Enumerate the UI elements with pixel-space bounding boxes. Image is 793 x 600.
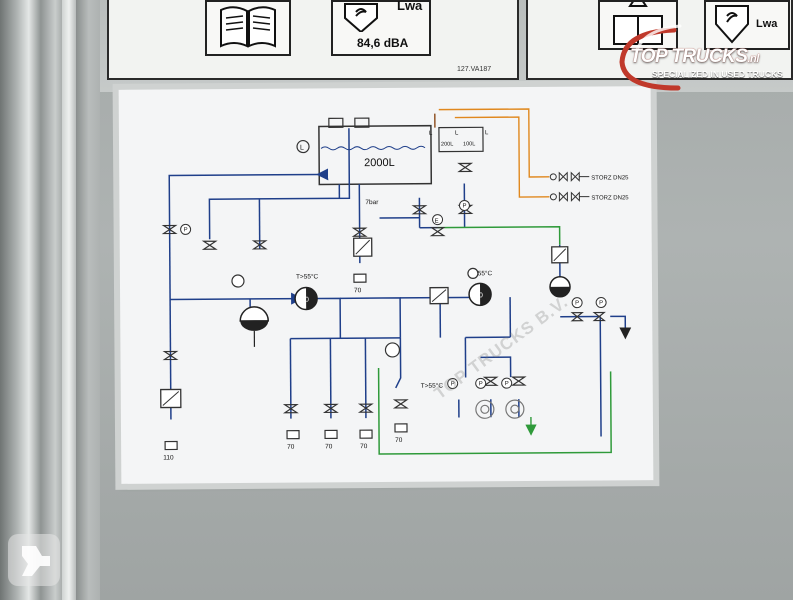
- pump-2-label: 40: [475, 292, 483, 299]
- drain-label-3: 70: [325, 443, 333, 450]
- sensor-mark-3: L: [485, 130, 489, 136]
- lwa-label-right: Lwa: [756, 18, 778, 30]
- pump-2: [468, 282, 492, 307]
- e-marker: [432, 214, 444, 226]
- storz-coupling-bottom: [549, 191, 590, 202]
- valves: [161, 162, 606, 414]
- accumulator: [239, 306, 270, 347]
- storz-label-2: STORZ DN25: [591, 195, 629, 201]
- hydraulic-diagram-sheet: 2000L L 200L 100L L L L STORZ DN25 STORZ…: [118, 86, 654, 484]
- logo-tagline: SPECIALIZED IN USED TRUCKS: [652, 69, 783, 79]
- water-tank: [318, 117, 433, 186]
- drain-label-4: 70: [360, 443, 368, 450]
- pressure-label: 7bar: [365, 199, 379, 206]
- drain-label-5: 70: [395, 437, 403, 444]
- tank-left-mark: L: [300, 145, 304, 152]
- logo-brand-name: TOP TRUCKS: [630, 46, 748, 67]
- orange-line-2: [454, 116, 550, 198]
- p-mark-5: P: [505, 381, 509, 387]
- pump-1-temp: T>55°C: [296, 272, 319, 280]
- e-mark: E: [435, 219, 439, 225]
- warning-label-left: Lwa 84,6 dBA 127.VA187: [107, 0, 519, 80]
- pump-1-label: 10: [301, 297, 309, 304]
- logo-brand-suffix: .nl: [747, 53, 759, 65]
- corner-logo-icon: [8, 534, 60, 586]
- level-indicator-icon: [296, 139, 310, 154]
- sensor-mark-2: L: [455, 130, 459, 136]
- tank-volume-label: 2000L: [364, 157, 395, 169]
- p-mark-6: P: [575, 301, 579, 307]
- warning-label-right: Lwa: [526, 0, 793, 80]
- p-mark-3: P: [451, 382, 455, 388]
- sound-shield-icon-right: [715, 5, 749, 44]
- pump-1: [294, 286, 318, 311]
- p-mark-2: P: [462, 203, 466, 209]
- storz-label-1: STORZ DN25: [591, 175, 629, 181]
- door-rail: [62, 0, 76, 600]
- drain-label-2: 70: [287, 444, 295, 451]
- p-mark-1: P: [184, 227, 188, 233]
- drain-outlets: [164, 273, 408, 451]
- pressure-markers: [180, 199, 607, 390]
- drain-label-6: 110: [163, 454, 174, 461]
- sound-box-right: [704, 0, 790, 50]
- heater-temp: T>55°C: [421, 382, 444, 390]
- green-return-line: [377, 368, 612, 455]
- p-mark-7: P: [599, 300, 603, 306]
- green-supply-line: [437, 226, 561, 245]
- p-mark-4: P: [479, 381, 483, 387]
- level-100-label: 100L: [463, 141, 475, 147]
- logo-brand: TOP TRUCKS.nl: [630, 46, 759, 68]
- filter-diagonals: [162, 239, 567, 406]
- manual-book-icon: [220, 6, 276, 48]
- level-200-label: 200L: [441, 142, 453, 148]
- hose-reels: [475, 399, 525, 419]
- manual-icon-box: [205, 0, 291, 56]
- label-code: 127.VA187: [457, 66, 492, 73]
- piping-schematic: 2000L L 200L 100L L L L STORZ DN25 STORZ…: [160, 108, 632, 462]
- sound-level-value: 84,6 dBA: [357, 36, 409, 50]
- sound-level-box: [331, 0, 431, 56]
- gauges: [231, 267, 479, 358]
- pump-2-temp: T>55°C: [470, 269, 493, 277]
- storz-coupling-top: [549, 171, 590, 182]
- sensor-mark-1: L: [429, 131, 433, 137]
- sound-shield-icon: [344, 3, 378, 32]
- drain-label-1: 70: [354, 287, 362, 294]
- top-trucks-logo: TOP TRUCKS.nl SPECIALIZED IN USED TRUCKS: [614, 22, 793, 92]
- lwa-label: Lwa: [397, 0, 423, 13]
- pump-3: [549, 276, 571, 298]
- logo-swoosh-icon: [619, 24, 682, 91]
- orange-line: [438, 108, 550, 178]
- level-gauge-box: [438, 126, 484, 153]
